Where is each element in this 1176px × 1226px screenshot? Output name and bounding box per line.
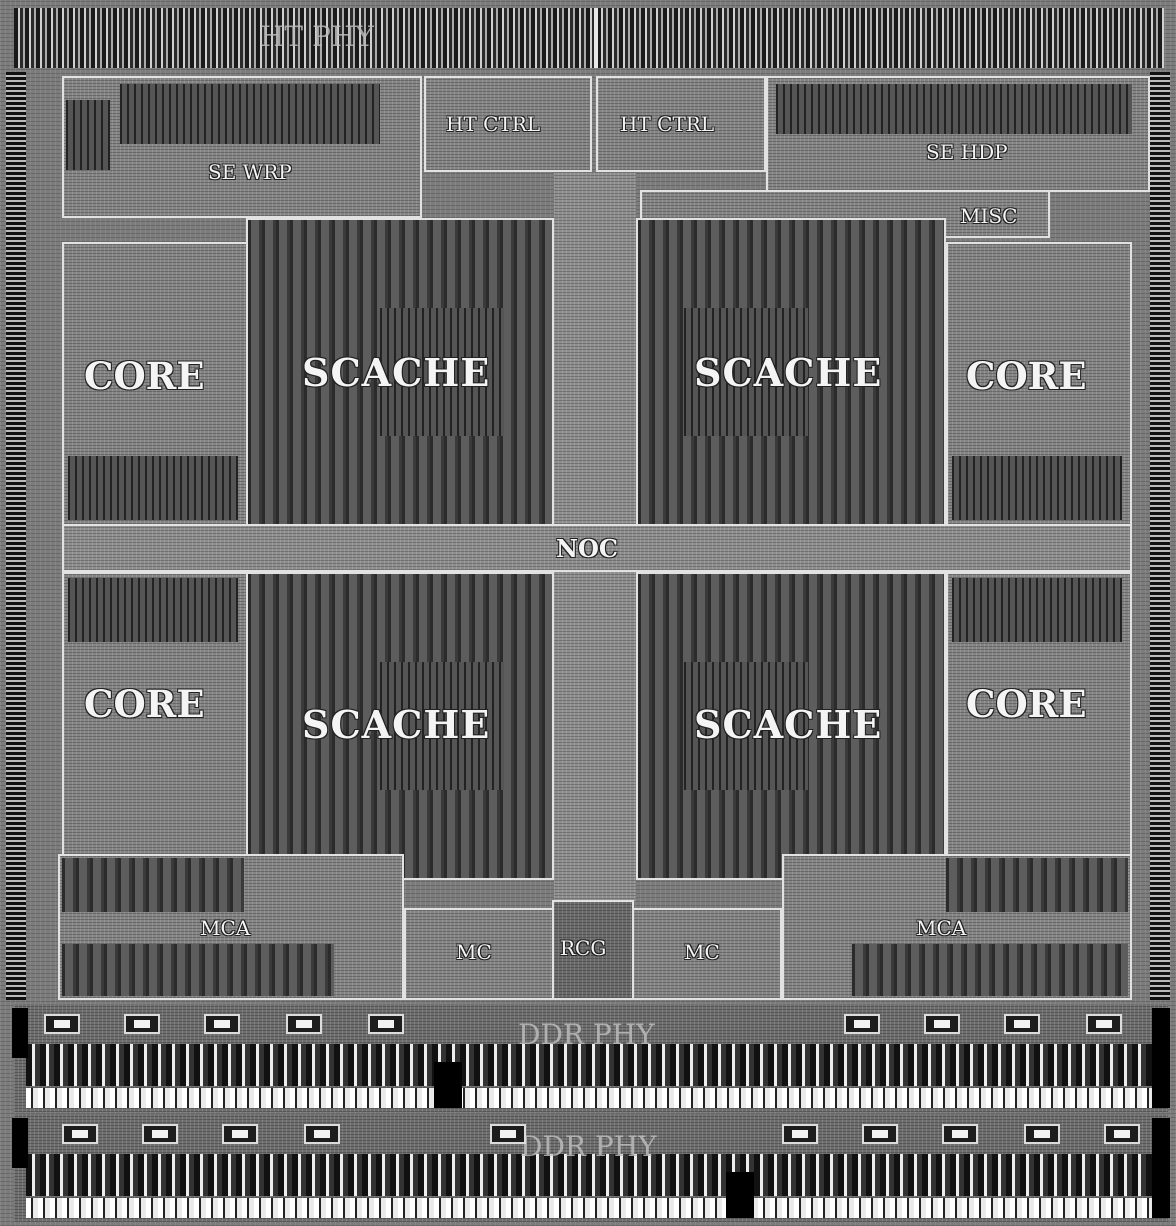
core-bottom-left-array xyxy=(68,578,238,642)
ddr-phy-cell xyxy=(62,1124,98,1144)
ddr-phy-cell xyxy=(222,1124,258,1144)
left-io-strip xyxy=(6,72,26,1000)
se-wrp-array xyxy=(120,84,380,144)
ddr-phy-2-marker xyxy=(726,1172,754,1218)
mca-left-array-bottom xyxy=(62,944,334,996)
edge-marker-left-1 xyxy=(12,1008,28,1058)
core-top-right-array xyxy=(952,456,1122,520)
edge-marker-left-2 xyxy=(12,1118,28,1168)
ddr-phy-cell xyxy=(490,1124,526,1144)
ddr-phy-cell xyxy=(304,1124,340,1144)
ddr-phy-cell xyxy=(286,1014,322,1034)
ddr-phy-cell xyxy=(942,1124,978,1144)
scache-bottom-right-tag xyxy=(684,662,808,790)
mc-right-block xyxy=(632,908,782,1000)
mc-left-block xyxy=(404,908,554,1000)
ht-ctrl-left-block xyxy=(424,76,592,172)
ddr-phy-cell xyxy=(924,1014,960,1034)
edge-marker-right-1 xyxy=(1152,1008,1170,1108)
ddr-phy-2-row-light xyxy=(26,1198,1156,1218)
mca-right-array-top xyxy=(946,858,1128,912)
ddr-phy-cell xyxy=(204,1014,240,1034)
ddr-phy-cell xyxy=(142,1124,178,1144)
edge-marker-right-2 xyxy=(1152,1118,1170,1218)
ddr-phy-1-row-light xyxy=(26,1088,1156,1108)
se-hdp-array xyxy=(776,84,1132,134)
mca-right-array-bottom xyxy=(852,944,1128,996)
core-top-left-array xyxy=(68,456,238,520)
ddr-phy-cell xyxy=(1004,1014,1040,1034)
scache-top-left-tag xyxy=(380,308,504,436)
mca-left-array-top xyxy=(62,858,244,912)
rcg-block xyxy=(552,900,634,1000)
ddr-phy-cell xyxy=(124,1014,160,1034)
ddr-phy-2-row-dark xyxy=(26,1154,1156,1196)
ddr-phy-cell xyxy=(862,1124,898,1144)
ddr-phy-cell xyxy=(1104,1124,1140,1144)
ddr-phy-cell xyxy=(368,1014,404,1034)
ddr-phy-cell xyxy=(844,1014,880,1034)
ddr-phy-cell xyxy=(44,1014,80,1034)
ddr-phy-cell xyxy=(1086,1014,1122,1034)
ddr-phy-cell xyxy=(1024,1124,1060,1144)
right-io-strip xyxy=(1150,72,1170,1000)
se-wrp-array-small xyxy=(66,100,110,170)
ddr-phy-1-row-dark xyxy=(26,1044,1156,1086)
ht-phy-divider xyxy=(594,8,598,68)
ddr-phy-1-marker xyxy=(434,1062,462,1108)
ht-ctrl-right-block xyxy=(596,76,766,172)
core-bottom-right-array xyxy=(952,578,1122,642)
scache-top-right-tag xyxy=(684,308,808,436)
noc-spine-horizontal xyxy=(62,524,1132,572)
ht-phy-pad-row xyxy=(14,8,1164,68)
ddr-phy-cell xyxy=(782,1124,818,1144)
scache-bottom-left-tag xyxy=(380,662,504,790)
